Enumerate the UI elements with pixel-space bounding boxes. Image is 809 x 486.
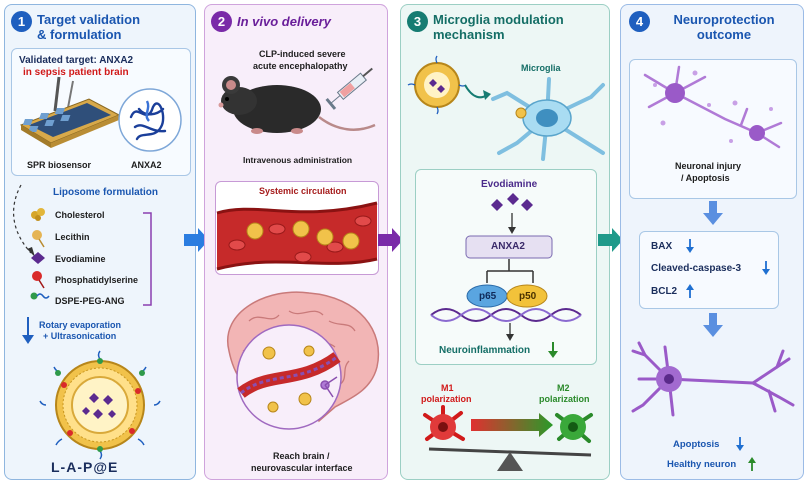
microglia-cell-icon <box>491 77 605 161</box>
microglia-label: Microglia <box>521 63 561 73</box>
green-up-arrow-icon <box>748 457 756 471</box>
apoptosis-label: Apoptosis <box>673 439 720 450</box>
blue-up-arrow-icon <box>686 284 694 298</box>
down-arrow-icon <box>703 201 723 225</box>
teal-chevron-arrow-icon <box>598 228 623 252</box>
panel-title: In vivo delivery <box>237 14 331 29</box>
panel-in-vivo-delivery: 2 In vivo delivery CLP-induced severe ac… <box>204 4 388 480</box>
neuroinflammation-label: Neuroinflammation <box>439 345 531 356</box>
evodiamine-icon <box>31 252 45 264</box>
blue-down-arrow-icon <box>762 261 770 275</box>
spr-label: SPR biosensor <box>27 160 92 170</box>
anxa2-protein-icon <box>118 88 182 152</box>
step-number-badge: 3 <box>407 11 428 32</box>
component-label: Phosphatidylserine <box>55 275 139 285</box>
panel-title-line2: & formulation <box>37 27 122 42</box>
panel-title-line2: mechanism <box>433 27 505 42</box>
component-label: DSPE-PEG-ANG <box>55 296 125 306</box>
panel-title: Neuroprotection outcome <box>669 12 779 42</box>
p50-label: p50 <box>519 291 537 302</box>
curved-arrow-icon <box>464 84 491 100</box>
component-label: Evodiamine <box>55 254 106 264</box>
model-line2: acute encephalopathy <box>253 61 348 71</box>
evodiamine-molecules-icon <box>491 193 533 234</box>
component-label: Cholesterol <box>55 210 105 220</box>
lecithin-icon <box>32 230 45 248</box>
liposome-title: Liposome formulation <box>53 187 158 198</box>
target-line1: Validated target: ANXA2 <box>19 55 134 66</box>
injured-neuron-icon <box>643 65 783 149</box>
panel-title: Target validation & formulation <box>37 12 140 42</box>
component-bracket <box>143 212 152 306</box>
down-arrow-icon <box>506 323 514 341</box>
panel-title-line2: outcome <box>696 27 752 42</box>
marker-label: Cleaved-caspase-3 <box>651 263 742 274</box>
dna-helix-icon <box>430 308 582 322</box>
injury-line2: / Apoptosis <box>681 173 730 183</box>
healthy-neuron-label: Healthy neuron <box>667 459 737 470</box>
target-line2: in sepsis patient brain <box>23 67 129 78</box>
phosphatidylserine-icon <box>32 271 45 289</box>
anxa2-box <box>465 235 553 259</box>
panel-title: Microglia modulation mechanism <box>433 12 564 42</box>
marker-label: BCL2 <box>651 286 678 297</box>
liposome-nanoparticle-icon <box>39 350 161 460</box>
step-number-badge: 4 <box>629 11 650 32</box>
anxa2-target-label: ANXA2 <box>491 241 525 252</box>
p65-label: p65 <box>479 291 497 302</box>
component-icons <box>30 208 50 300</box>
green-down-arrow-icon <box>548 342 558 358</box>
blue-down-arrow-icon <box>686 239 694 253</box>
panel-title-line1: Neuroprotection <box>673 12 775 27</box>
down-arrow-icon <box>22 317 34 344</box>
component-label: Lecithin <box>55 232 90 242</box>
step-number-badge: 1 <box>11 11 32 32</box>
m1-m2-balance-icon <box>423 405 593 471</box>
brain-line1: Reach brain / <box>273 451 330 461</box>
step-number-badge: 2 <box>211 11 232 32</box>
panel-title-line1: Target validation <box>37 12 141 27</box>
nfkb-complex-icon <box>466 284 548 308</box>
drug-label: Evodiamine <box>481 179 538 190</box>
brain-line2: neurovascular interface <box>251 463 353 473</box>
liposome-icon <box>407 55 467 115</box>
admin-label: Intravenous administration <box>243 155 353 165</box>
spr-biosensor-chip-icon <box>19 76 121 148</box>
circulation-label: Systemic circulation <box>259 186 347 196</box>
cholesterol-icon <box>31 208 45 221</box>
dspe-peg-ang-icon <box>30 292 50 300</box>
blue-chevron-arrow-icon <box>184 228 209 252</box>
down-arrow-icon <box>703 313 723 337</box>
process-line1: Rotary evaporation <box>39 320 122 330</box>
brain-icon <box>226 291 380 430</box>
anxa2-label: ANXA2 <box>131 160 162 170</box>
healthy-neuron-icon <box>631 341 795 417</box>
panel-microglia-modulation: 3 Microglia modulation mechanism Microgl… <box>400 4 610 480</box>
inhibition-bracket-icon <box>486 259 534 283</box>
marker-box <box>639 231 779 309</box>
blood-vessel-icon <box>216 201 378 271</box>
injury-line1: Neuronal injury <box>675 161 742 171</box>
purple-chevron-arrow-icon <box>378 228 403 252</box>
marker-label: BAX <box>651 241 673 252</box>
syringe-icon <box>325 67 373 110</box>
m1-line2: polarization <box>421 394 472 404</box>
dashed-arrow-icon <box>13 184 35 257</box>
process-line2: + Ultrasonication <box>43 331 117 341</box>
model-line1: CLP-induced severe <box>259 49 346 59</box>
panel-neuroprotection: 4 Neuroprotection outcome Neuronal injur… <box>620 4 804 480</box>
mechanism-box <box>415 169 597 365</box>
m2-line2: polarization <box>539 394 590 404</box>
product-name: L-A-P@E <box>51 459 119 475</box>
m2-line1: M2 <box>557 383 570 393</box>
blue-down-arrow-icon <box>736 437 744 451</box>
panel-target-validation: 1 Target validation & formulation Valida… <box>4 4 196 480</box>
m1-line1: M1 <box>441 383 454 393</box>
panel-title-line1: Microglia modulation <box>433 12 564 27</box>
mouse-icon <box>218 76 376 134</box>
